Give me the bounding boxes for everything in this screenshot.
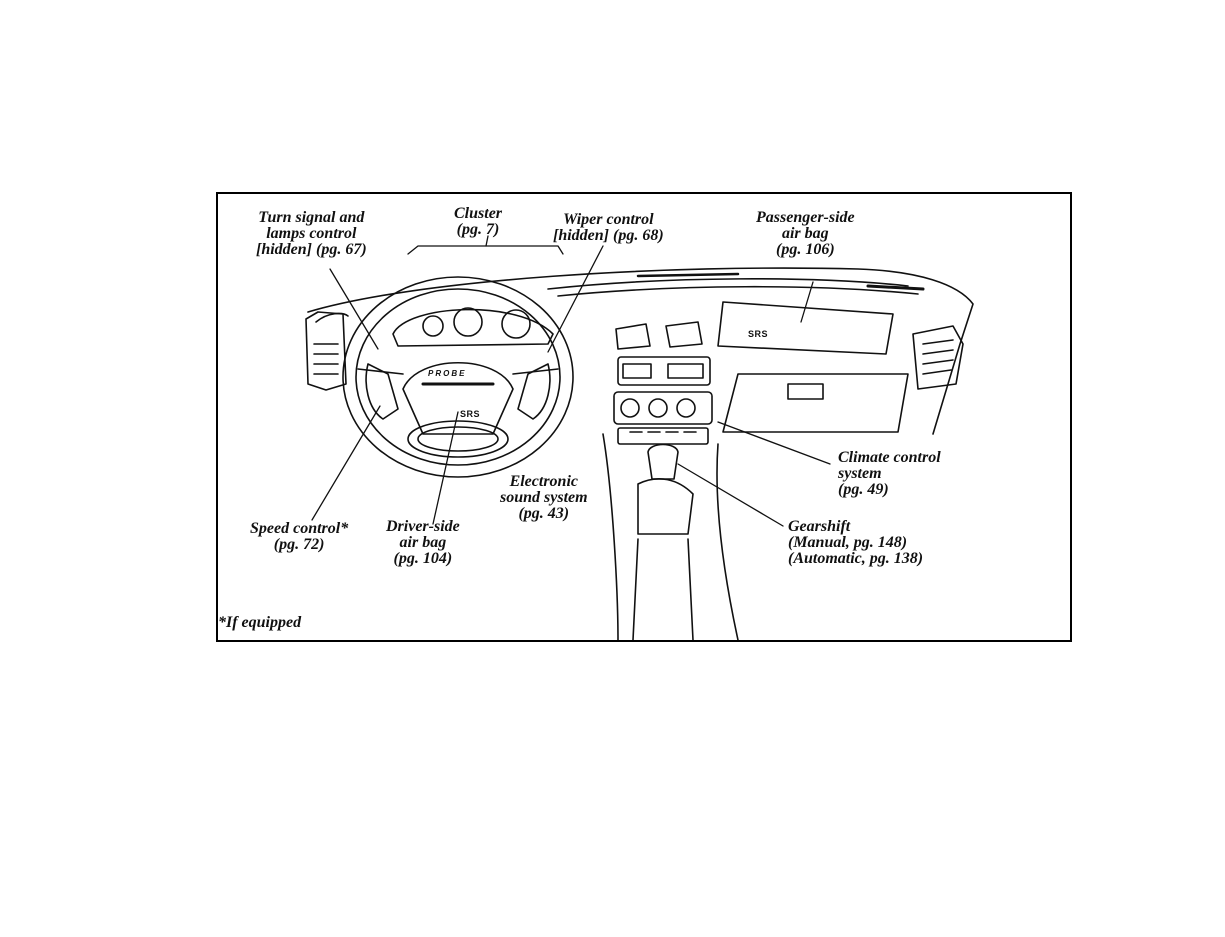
gearshift-illustration [602,433,739,640]
label-sound-system: Electronic sound system (pg. 43) [500,473,588,522]
label-driver-airbag: Driver-side air bag (pg. 104) [386,518,460,567]
probe-logo: PROBE [428,369,467,378]
dashboard-illustration [305,235,974,640]
left-vent [305,311,347,391]
footnote: *If equipped [218,614,302,631]
passenger-airbag-panel [717,301,894,355]
srs-passenger-mark: SRS [748,329,769,339]
label-wiper: Wiper control [hidden] (pg. 68) [553,211,664,244]
callout-lines [311,235,831,527]
steering-wheel [342,276,574,478]
label-climate: Climate control system (pg. 49) [838,449,941,498]
label-gearshift: Gearshift (Manual, pg. 148) (Automatic, … [788,518,924,567]
label-cluster: Cluster (pg. 7) [454,205,503,238]
right-vent [912,325,964,390]
label-passenger-airbag: Passenger-side air bag (pg. 106) [756,209,855,258]
srs-driver-mark: SRS [460,409,481,419]
label-turn-signal: Turn signal and lamps control [hidden] (… [256,209,367,258]
center-stack [613,321,713,445]
label-speed-control: Speed control* (pg. 72) [250,520,349,553]
diagram-frame: Turn signal and lamps control [hidden] (… [216,192,1072,642]
glove-box [722,373,909,433]
instrument-cluster [392,308,554,347]
dashboard-outline [307,267,974,435]
